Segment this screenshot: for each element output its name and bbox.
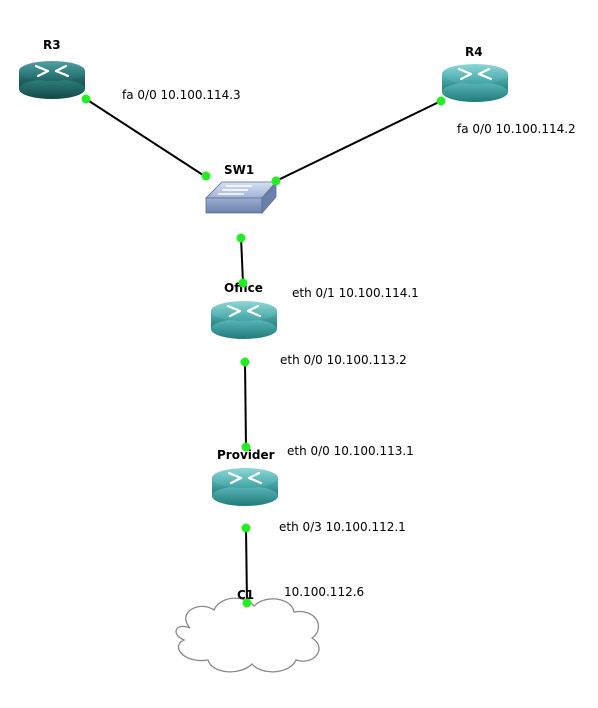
node-label-provider: Provider bbox=[217, 448, 275, 462]
cloud-c1[interactable] bbox=[175, 597, 320, 673]
link-r3-sw1[interactable] bbox=[85, 98, 207, 178]
port-dot-sw1-office bbox=[236, 233, 246, 243]
router-arrows-icon bbox=[227, 471, 263, 485]
router-r3[interactable] bbox=[19, 61, 85, 99]
node-label-r3: R3 bbox=[43, 38, 61, 52]
router-arrows-icon bbox=[457, 67, 493, 81]
port-dot-r4 bbox=[436, 96, 446, 106]
link-r4-sw1[interactable] bbox=[275, 100, 442, 182]
port-dot-office-down bbox=[240, 357, 250, 367]
port-dot-provider-down bbox=[241, 523, 251, 533]
port-dot-provider-up bbox=[241, 442, 251, 452]
link-sw1-office[interactable] bbox=[240, 236, 244, 284]
interface-label-office-eth00: eth 0/0 10.100.113.2 bbox=[280, 353, 407, 367]
switch-sw1[interactable] bbox=[205, 180, 277, 215]
node-label-c1: C1 bbox=[237, 588, 254, 602]
router-office[interactable] bbox=[211, 301, 277, 339]
interface-label-r3: fa 0/0 10.100.114.3 bbox=[122, 88, 241, 102]
interface-label-office-eth01: eth 0/1 10.100.114.1 bbox=[292, 286, 419, 300]
port-status-dots bbox=[81, 94, 446, 608]
router-arrows-icon bbox=[226, 304, 262, 318]
node-label-r4: R4 bbox=[465, 45, 483, 59]
interface-label-provider-eth03: eth 0/3 10.100.112.1 bbox=[279, 520, 406, 534]
router-arrows-icon bbox=[34, 64, 70, 78]
node-label-office: Office bbox=[224, 281, 263, 295]
port-dot-office-up bbox=[238, 278, 248, 288]
port-dot-sw1-r4 bbox=[271, 176, 281, 186]
router-provider[interactable] bbox=[212, 468, 278, 506]
port-dot-sw1-r3 bbox=[201, 171, 211, 181]
router-r4[interactable] bbox=[442, 64, 508, 102]
port-dot-c1 bbox=[242, 598, 252, 608]
port-dot-r3 bbox=[81, 94, 91, 104]
interface-label-r4: fa 0/0 10.100.114.2 bbox=[457, 122, 576, 136]
link-provider-c1[interactable] bbox=[245, 527, 248, 604]
switch-arrows-icon bbox=[218, 185, 252, 195]
links bbox=[85, 98, 442, 604]
link-office-provider[interactable] bbox=[244, 361, 247, 448]
node-label-sw1: SW1 bbox=[224, 163, 254, 177]
interface-label-provider-eth00: eth 0/0 10.100.113.1 bbox=[287, 444, 414, 458]
interface-label-c1: 10.100.112.6 bbox=[284, 585, 364, 599]
